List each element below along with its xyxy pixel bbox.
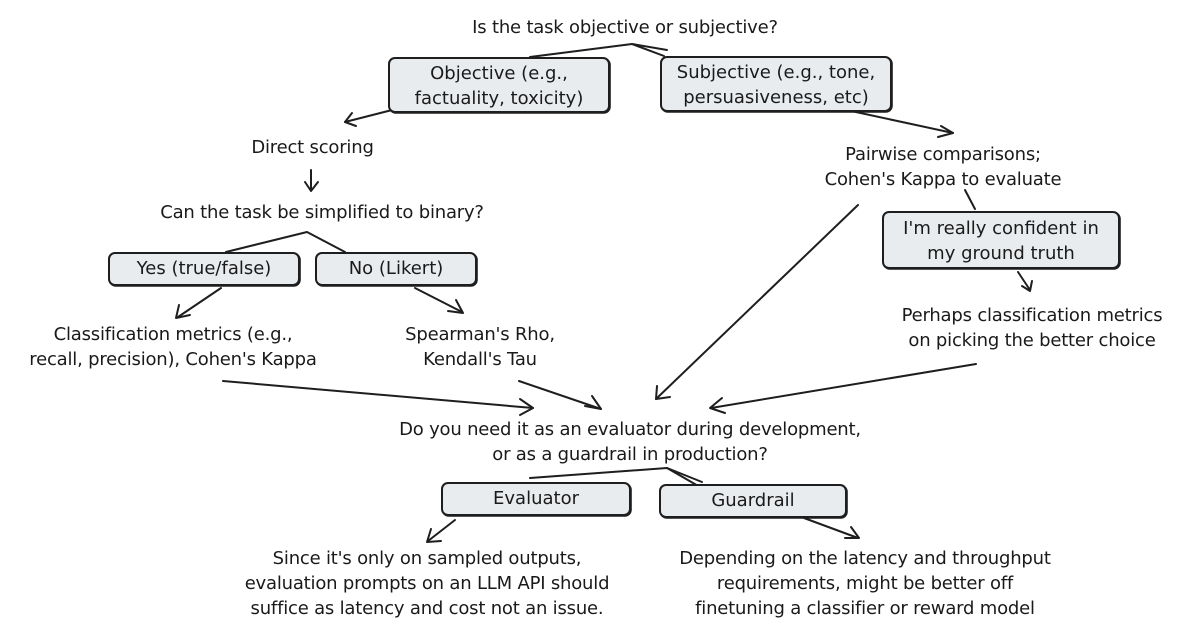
direct-scoring-label: Direct scoring (251, 137, 374, 158)
arrowhead (937, 125, 954, 138)
arrow (414, 287, 463, 313)
pairwise-comparisons-note: Pairwise comparisons; Cohen's Kappa to e… (824, 144, 1062, 190)
classification-metrics-note: Classification metrics (e.g., recall, pr… (29, 324, 317, 370)
objective-box: Objective (e.g., factuality, toxicity) (388, 57, 610, 113)
arrow (518, 380, 602, 410)
arrowhead (344, 112, 357, 127)
yes-box: Yes (true/false) (108, 252, 300, 286)
question-binary: Can the task be simplified to binary? (160, 202, 484, 223)
perhaps-classification-note: Perhaps classification metrics on pickin… (901, 305, 1163, 351)
connector (631, 43, 668, 51)
question-evaluator-guardrail: Do you need it as an evaluator during de… (399, 419, 861, 465)
no-box: No (Likert) (315, 252, 477, 286)
arrow (177, 287, 222, 318)
confident-ground-truth-box: I'm really confident in my ground truth (882, 211, 1120, 269)
arrow (222, 380, 534, 409)
arrow (803, 517, 859, 539)
arrowhead (447, 299, 464, 314)
guardrail-box: Guardrail (659, 484, 847, 518)
arrowhead (655, 385, 671, 400)
arrowhead (844, 526, 860, 539)
arrow (655, 204, 859, 400)
question-objective-subjective: Is the task objective or subjective? (472, 17, 778, 38)
arrowhead (709, 397, 726, 414)
spearman-kendall-note: Spearman's Rho, Kendall's Tau (405, 324, 555, 370)
arrowhead (519, 398, 534, 416)
arrow (710, 363, 977, 409)
connector (225, 231, 346, 253)
arrowhead (426, 528, 442, 543)
connector (666, 467, 703, 483)
arrow (1017, 271, 1031, 291)
guardrail-note: Depending on the latency and throughput … (679, 548, 1051, 619)
arrowhead (304, 181, 319, 192)
arrowhead (584, 395, 602, 410)
evaluator-box: Evaluator (441, 482, 631, 516)
evaluator-note: Since it's only on sampled outputs, eval… (244, 548, 610, 619)
arrow (427, 519, 456, 542)
connector (964, 189, 976, 210)
subjective-box: Subjective (e.g., tone, persuasiveness, … (660, 56, 892, 112)
arrowhead (1021, 280, 1033, 292)
arrowhead (175, 304, 191, 319)
